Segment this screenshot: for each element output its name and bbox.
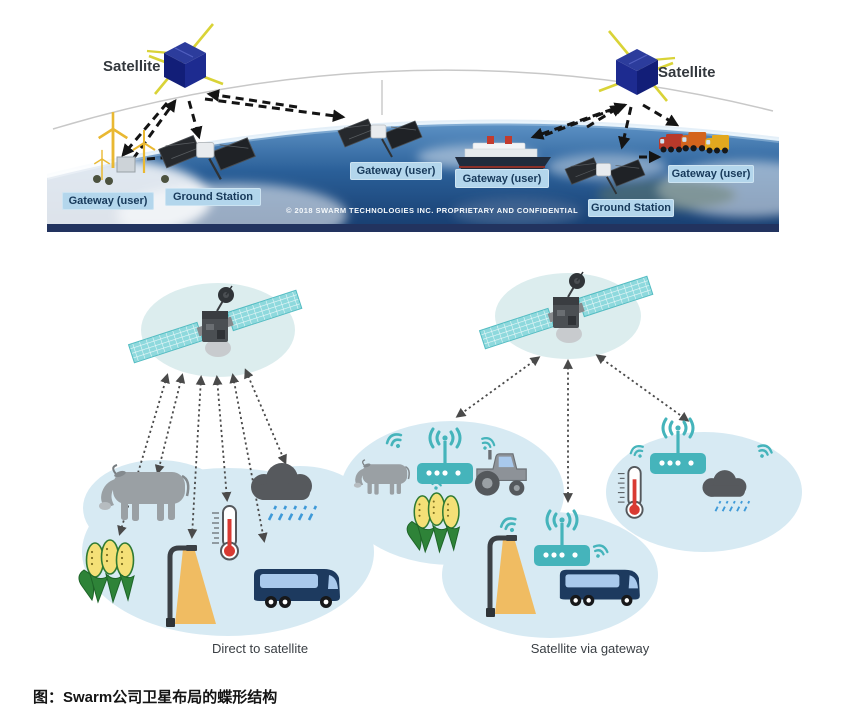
wind-farm-icon: [93, 110, 169, 185]
figure-caption: 图：Swarm公司卫星布局的蝶形结构: [33, 689, 278, 706]
ground-station-left-label: Ground Station: [165, 188, 261, 206]
ground-station-right-label: Ground Station: [588, 199, 674, 217]
truncated-top-text: Downlinked data connections to the inter…: [428, 0, 820, 6]
dotted-arrows: [117, 354, 690, 543]
gateway-ship-label: Gateway (user): [455, 169, 549, 188]
trucks-icon: [659, 131, 729, 154]
link-arrows: [121, 89, 680, 165]
butterfly-figure-art: [78, 271, 802, 638]
copyright-text: © 2018 SWARM TECHNOLOGIES INC. PROPRIETA…: [286, 206, 579, 215]
satellite-left-label: Satellite: [103, 58, 161, 75]
gateway-wind-label: Gateway (user): [62, 192, 154, 210]
gateway-trucks-label: Gateway (user): [668, 165, 754, 183]
butterfly-figure: Direct to satellite Satellite via gatewa…: [0, 250, 864, 670]
network-figure: Satellite Satellite Gateway (user) Groun…: [47, 7, 779, 232]
satellite-right-label: Satellite: [658, 64, 716, 81]
gateway-field-label: Gateway (user): [350, 162, 442, 180]
caption-satellite-via-gateway: Satellite via gateway: [530, 641, 650, 656]
orbit-arc: [52, 69, 774, 130]
caption-direct-to-satellite: Direct to satellite: [211, 641, 309, 656]
